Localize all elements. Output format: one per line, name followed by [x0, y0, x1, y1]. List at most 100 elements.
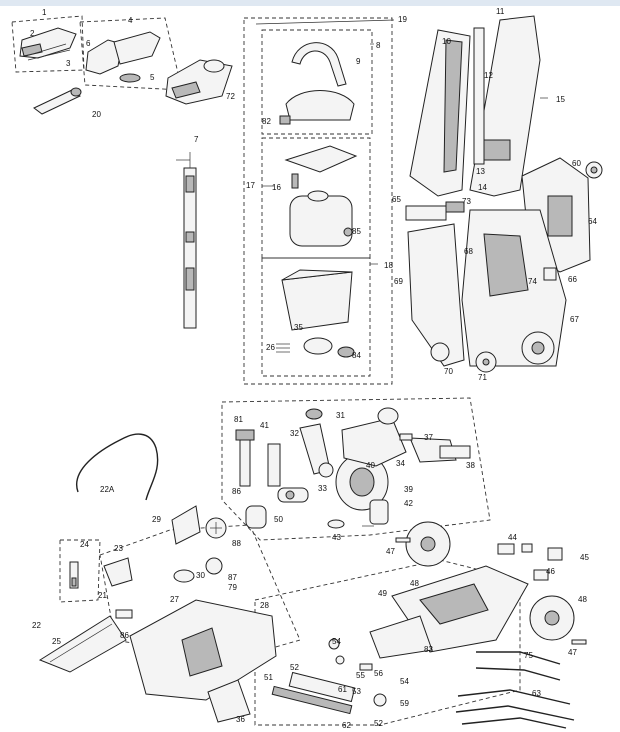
callout-38: 38 [466, 461, 475, 470]
wire-harness [455, 689, 575, 729]
gear-pulley [373, 693, 387, 707]
callout-87: 87 [228, 573, 237, 582]
callout-82: 82 [262, 117, 271, 126]
callout-1: 1 [42, 8, 47, 17]
callout-75: 75 [524, 651, 533, 660]
callout-20: 20 [92, 110, 101, 119]
cord-hook [585, 161, 603, 179]
callout-86b: 86 [120, 631, 129, 640]
accessory-tool-small [69, 561, 79, 589]
callout-41: 41 [260, 421, 269, 430]
callout-labels: 1 2 3 4 5 6 7 8 9 10 11 12 13 14 15 16 1… [30, 7, 597, 730]
callout-56: 56 [374, 669, 383, 678]
callout-4: 4 [128, 16, 133, 25]
callout-71: 71 [478, 373, 487, 382]
callout-37: 37 [424, 433, 433, 442]
callout-36: 36 [236, 715, 245, 724]
callout-8: 8 [376, 41, 381, 50]
callout-33: 33 [318, 484, 327, 493]
rear-wheel-left [405, 521, 451, 567]
callout-16: 16 [272, 183, 281, 192]
callout-27: 27 [170, 595, 179, 604]
callout-53: 53 [352, 687, 361, 696]
callout-9: 9 [356, 57, 361, 66]
brush-clip [103, 557, 133, 587]
callout-65: 65 [392, 195, 401, 204]
callout-67: 67 [570, 315, 579, 324]
bracket-screw [399, 433, 413, 441]
power-cord [475, 651, 561, 681]
latch-button [543, 267, 557, 281]
callout-88: 88 [232, 539, 241, 548]
clean-tank [289, 190, 353, 247]
callout-61: 61 [338, 685, 347, 694]
callout-74: 74 [528, 277, 537, 286]
window-top-strip [0, 0, 620, 6]
callout-22a: 22A [100, 485, 115, 494]
callout-14: 14 [478, 183, 487, 192]
callout-51: 51 [264, 673, 273, 682]
callout-48b: 48 [578, 595, 587, 604]
spray-knob [173, 569, 195, 583]
callout-24: 24 [80, 540, 89, 549]
pump-assembly [235, 429, 281, 487]
brush-drive-gear [328, 638, 345, 665]
callout-83: 83 [424, 645, 433, 654]
callout-34: 34 [396, 459, 405, 468]
callout-25: 25 [52, 637, 61, 646]
callout-54b: 54 [400, 677, 409, 686]
callout-15: 15 [556, 95, 565, 104]
dial-knob [205, 557, 223, 575]
callout-17: 17 [246, 181, 255, 190]
callout-54a: 54 [332, 637, 341, 646]
callout-68: 68 [464, 247, 473, 256]
callout-84: 84 [352, 351, 361, 360]
callout-3: 3 [66, 59, 71, 68]
callout-47a: 47 [386, 547, 395, 556]
handle-front-cover [409, 29, 471, 197]
small-wheel-left [430, 342, 450, 362]
selector-dial [205, 517, 227, 539]
trigger-latch [405, 201, 465, 221]
callout-81: 81 [234, 415, 243, 424]
callout-63: 63 [532, 689, 541, 698]
brush-strip [271, 685, 353, 715]
solution-valve [277, 487, 309, 503]
callout-22: 22 [32, 621, 41, 630]
wheel-hub-bracket [497, 543, 563, 581]
callout-70: 70 [444, 367, 453, 376]
leader-lines [255, 19, 548, 527]
callout-47b: 47 [568, 648, 577, 657]
callout-30: 30 [196, 571, 205, 580]
nozzle-latch [115, 609, 133, 619]
callout-40: 40 [366, 461, 375, 470]
axle-pin [395, 537, 587, 645]
callout-32: 32 [290, 429, 299, 438]
callout-59: 59 [400, 699, 409, 708]
nozzle-shield [369, 615, 433, 659]
small-wheel-right [475, 351, 497, 373]
callout-45: 45 [580, 553, 589, 562]
callout-46: 46 [546, 567, 555, 576]
tool-accessory-group-boundary [59, 539, 101, 603]
spray-wand [176, 152, 197, 329]
main-body-housing [461, 209, 567, 367]
callout-49: 49 [378, 589, 387, 598]
dirty-tank [281, 269, 353, 331]
callout-10: 10 [442, 37, 451, 46]
callout-55: 55 [356, 671, 365, 680]
callout-48a: 48 [410, 579, 419, 588]
callout-23: 23 [114, 544, 123, 553]
callout-66: 66 [568, 275, 577, 284]
callout-64: 64 [588, 217, 597, 226]
callout-5: 5 [150, 73, 155, 82]
callout-52a: 52 [290, 663, 299, 672]
suction-nozzle [38, 615, 127, 673]
spray-tip [359, 663, 373, 671]
handle-rear-cover [469, 15, 541, 197]
motor-gasket [318, 462, 334, 478]
tank-cap-group-boundary [261, 29, 373, 135]
float-assembly [276, 337, 355, 358]
callout-43: 43 [332, 533, 341, 542]
